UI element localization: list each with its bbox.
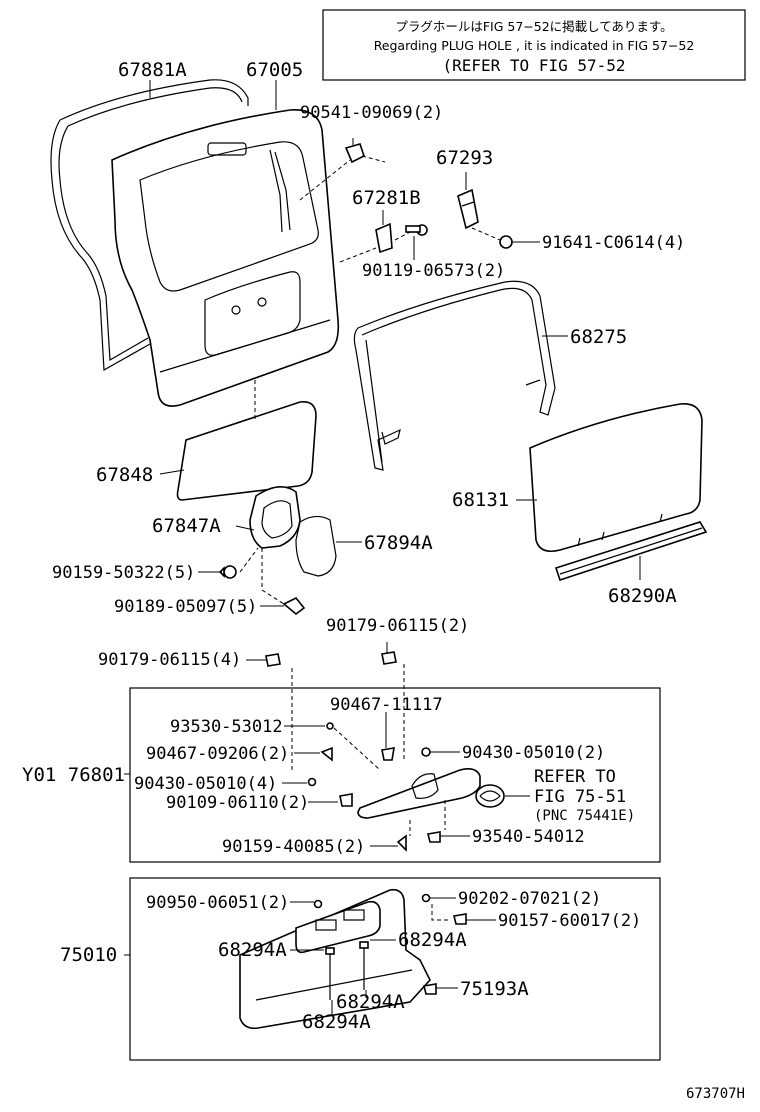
note-english: Regarding PLUG HOLE , it is indicated in… — [374, 38, 695, 53]
glass-68131 — [529, 403, 703, 553]
nut-90179-right — [381, 651, 397, 665]
screw-90159-50322 — [218, 565, 237, 579]
molding-68290A — [554, 521, 708, 582]
label-67881A: 67881A — [118, 59, 187, 81]
label-67005: 67005 — [246, 59, 303, 81]
washer-90430-right — [421, 747, 431, 757]
run-channel-68275 — [353, 280, 556, 471]
note-japanese: プラグホールはFIG 57−52に掲載してあります。 — [395, 19, 672, 34]
label-68294A-4: 68294A — [302, 1011, 371, 1033]
note-refer: (REFER TO FIG 57-52 — [442, 56, 625, 75]
assembly-box-76801 — [129, 687, 661, 863]
label-67894A: 67894A — [364, 532, 433, 554]
label-67848: 67848 — [96, 464, 153, 486]
label-67293: 67293 — [436, 147, 493, 169]
bolt-90119 — [405, 224, 428, 236]
label-93540: 93540-54012 — [472, 827, 585, 847]
label-90430-left: 90430-05010(4) — [134, 774, 277, 794]
label-90109: 90109-06110(2) — [166, 793, 309, 813]
label-68131: 68131 — [452, 489, 509, 511]
label-90467-09206: 90467-09206(2) — [146, 744, 289, 764]
fastener-93530 — [326, 722, 334, 730]
label-68294A-1: 68294A — [218, 939, 287, 961]
hinge-67293 — [457, 188, 479, 230]
nut-90179-left — [265, 653, 281, 667]
bolt-91641 — [499, 235, 513, 249]
clip-90202 — [421, 893, 431, 903]
label-90159-50322: 90159-50322(5) — [52, 563, 195, 583]
label-68290A: 68290A — [608, 585, 677, 607]
clip-90189 — [282, 596, 306, 616]
label-67847A: 67847A — [152, 515, 221, 537]
label-90189: 90189-05097(5) — [114, 597, 257, 617]
label-68294A-3: 68294A — [336, 991, 405, 1013]
door-lower-75010 — [239, 888, 431, 1030]
clip-90467-11117 — [381, 747, 395, 761]
label-refer-pnc: (PNC 75441E) — [534, 808, 635, 824]
label-90157: 90157-60017(2) — [498, 911, 641, 931]
screw-93540 — [427, 831, 441, 843]
trim-board-67848 — [176, 400, 317, 501]
screw-90159-40085 — [396, 834, 407, 852]
label-68294A-2: 68294A — [398, 929, 467, 951]
service-cover-67847A — [249, 486, 301, 549]
label-91641: 91641-C0614(4) — [542, 233, 685, 253]
emblem-ref — [475, 784, 505, 808]
label-90179-right: 90179-06115(2) — [326, 616, 469, 636]
weatherstrip-67881A — [50, 79, 249, 371]
label-assy-76801: Y01 76801 — [22, 764, 125, 786]
washer-90430-left — [307, 777, 317, 787]
label-refer-to: REFER TO — [534, 767, 616, 787]
label-93530: 93530-53012 — [170, 717, 283, 737]
seal-67894A — [295, 515, 337, 577]
nut-90541 — [344, 143, 365, 164]
label-90179-left: 90179-06115(4) — [98, 650, 241, 670]
note-box — [322, 9, 746, 81]
nut-90157 — [453, 913, 467, 925]
nut-75193A — [423, 983, 437, 995]
label-68275: 68275 — [570, 326, 627, 348]
label-90467-11117: 90467-11117 — [330, 695, 443, 715]
label-90430-right: 90430-05010(2) — [462, 743, 605, 763]
label-refer-fig: FIG 75-51 — [534, 787, 626, 807]
bracket-67281B — [375, 222, 393, 254]
label-67281B: 67281B — [352, 187, 421, 209]
label-90119: 90119-06573(2) — [362, 261, 505, 281]
nut-90109 — [339, 793, 353, 807]
figure-code: 673707H — [686, 1086, 745, 1102]
label-90950: 90950-06051(2) — [146, 893, 289, 913]
assembly-box-75010 — [129, 877, 661, 1061]
label-assy-75010: 75010 — [60, 944, 117, 966]
label-90159-40085: 90159-40085(2) — [222, 837, 365, 857]
label-90541: 90541-09069(2) — [300, 103, 443, 123]
label-75193A: 75193A — [460, 978, 529, 1000]
clip-90467-09206 — [320, 746, 333, 762]
clip-90950 — [313, 899, 323, 909]
back-door-panel-67005 — [111, 109, 340, 407]
garnish-76801 — [357, 768, 481, 819]
label-90202: 90202-07021(2) — [458, 889, 601, 909]
